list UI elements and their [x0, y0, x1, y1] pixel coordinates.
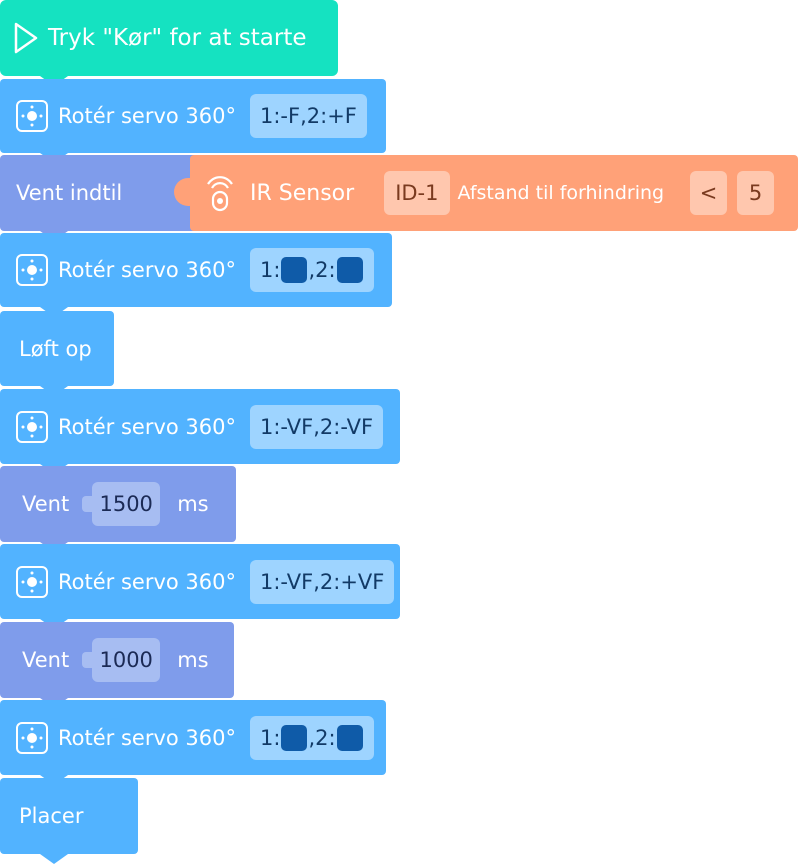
wait-until-block[interactable]: Vent indtil — [0, 155, 200, 241]
servo-icon — [16, 721, 48, 754]
servo-block-3[interactable]: Rotér servo 360° 1:-VF,2:-VF — [0, 389, 400, 474]
servo-value-field[interactable]: 1:-F,2:+F — [250, 94, 367, 138]
servo-2-prefix: ,2: — [308, 258, 336, 282]
servo-icon — [16, 565, 48, 598]
wait-block-2[interactable]: Vent 1000 ms — [0, 622, 234, 708]
servo-1-prefix: 1: — [260, 258, 281, 282]
place-label: Placer — [19, 804, 84, 828]
servo-value-field[interactable]: 1:-VF,2:-VF — [250, 404, 384, 449]
ir-operator[interactable]: < — [690, 171, 728, 215]
servo-label: Rotér servo 360° — [58, 414, 236, 439]
servo-label: Rotér servo 360° — [58, 104, 236, 128]
servo-block-1[interactable]: Rotér servo 360° 1:-F,2:+F — [0, 79, 386, 163]
place-block[interactable]: Placer — [0, 778, 138, 864]
lift-label: Løft op — [19, 336, 92, 361]
servo-1-stop-dot — [281, 724, 308, 751]
servo-1-prefix: 1: — [260, 725, 281, 750]
start-label: Tryk "Kør" for at starte — [48, 25, 307, 51]
servo-block-4[interactable]: Rotér servo 360° 1:-VF,2:+VF — [0, 544, 400, 629]
servo-value-field[interactable]: 1: ,2: — [250, 248, 374, 292]
wait-ms-input[interactable]: 1000 — [82, 638, 161, 682]
servo-2-stop-dot — [336, 724, 363, 751]
servo-icon — [16, 100, 48, 132]
ir-sensor-metric[interactable]: Afstand til forhindring — [457, 182, 665, 204]
servo-label: Rotér servo 360° — [58, 725, 236, 750]
ir-value[interactable]: 5 — [737, 171, 775, 215]
servo-value-field[interactable]: 1: ,2: — [250, 715, 374, 760]
play-icon — [14, 22, 38, 54]
ir-sensor-id[interactable]: ID-1 — [384, 171, 450, 215]
servo-2-stop-dot — [336, 257, 363, 283]
servo-value-field[interactable]: 1:-VF,2:+VF — [250, 559, 395, 604]
servo-icon — [16, 254, 48, 286]
ir-sensor-name: IR Sensor — [250, 180, 355, 206]
wait-until-label: Vent indtil — [16, 181, 123, 205]
wait-label: Vent — [22, 492, 70, 516]
servo-2-prefix: ,2: — [308, 725, 336, 750]
ir-sensor-block[interactable]: IR Sensor ID-1 Afstand til forhindring <… — [190, 155, 798, 231]
start-block[interactable]: Tryk "Kør" for at starte — [0, 0, 338, 86]
wait-until-socket — [174, 178, 194, 206]
servo-label: Rotér servo 360° — [58, 258, 236, 282]
lift-block[interactable]: Løft op — [0, 311, 114, 396]
servo-block-5[interactable]: Rotér servo 360° 1: ,2: — [0, 700, 386, 785]
wait-unit: ms — [177, 492, 209, 516]
servo-block-2[interactable]: Rotér servo 360° 1: ,2: — [0, 233, 392, 317]
wait-unit: ms — [177, 648, 209, 672]
wait-block-1[interactable]: Vent 1500 ms — [0, 466, 236, 552]
wait-ms-input[interactable]: 1500 — [82, 482, 161, 526]
servo-icon — [16, 410, 48, 443]
servo-label: Rotér servo 360° — [58, 569, 236, 594]
ir-signal-icon — [204, 174, 236, 212]
servo-1-stop-dot — [281, 257, 308, 283]
wait-label: Vent — [22, 648, 70, 672]
